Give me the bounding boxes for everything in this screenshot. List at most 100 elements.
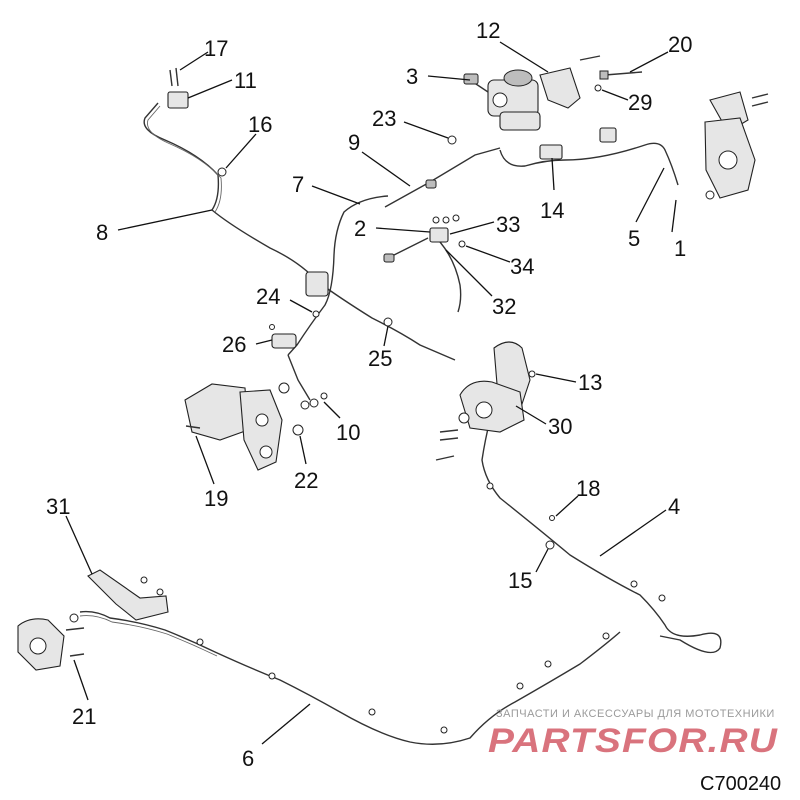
leader-21 [73,659,89,701]
master-cylinder [463,69,541,131]
leader-25 [383,325,389,347]
rear-brake-pedal-assembly [435,341,536,461]
rear-left-caliper [17,613,85,671]
leader-20 [629,51,669,73]
leader-18 [555,495,579,517]
leader-8 [117,209,213,231]
clip-4c [658,594,666,602]
clip-6e [516,682,524,690]
clip-4a [486,482,494,490]
fitting-23 [447,135,457,145]
brake-line-8 [143,102,456,361]
callout-11: 11 [234,68,257,93]
left-front-caliper [184,382,304,471]
callout-22: 22 [294,468,318,493]
screw-24 [312,310,320,318]
brake-line-4 [481,419,722,654]
callout-32: 32 [492,294,516,319]
clip-15 [545,540,555,550]
leader-15 [535,548,549,573]
callout-20: 20 [668,32,692,57]
callout-6: 6 [242,746,254,771]
leader-2 [375,227,431,233]
brake-line-9 [384,147,501,208]
callout-25: 25 [368,346,392,371]
leader-31 [65,515,93,575]
leader-19 [195,435,215,485]
brake-line-8-inner [146,105,222,213]
leader-11 [187,79,233,99]
brake-line-32 [439,241,462,313]
callout-10: 10 [336,420,360,445]
leader-30 [515,405,547,425]
callout-31: 31 [46,494,70,519]
leader-12 [499,41,549,73]
leader-16 [225,133,257,169]
leader-23 [403,121,449,139]
washer-29 [594,84,602,92]
leader-10 [323,401,341,419]
callout-24: 24 [256,284,280,309]
brake-line-7 [287,195,389,356]
clip-6g [602,632,610,640]
callout-21: 21 [72,704,96,729]
callout-17: 17 [204,36,228,61]
brake-tee-2 [429,214,460,243]
fitting-9 [425,179,437,189]
leader-24 [289,299,313,313]
clamp-right [599,127,617,143]
leader-33 [449,221,495,235]
clip-18 [549,515,555,521]
leader-9 [361,151,411,187]
clip-16 [217,167,227,177]
fittings-10 [300,392,328,410]
callout-2: 2 [354,216,366,241]
bolt-upper [579,55,601,61]
callout-18: 18 [576,476,600,501]
front-right-caliper [704,91,769,200]
brake-line-6-inner [79,615,218,657]
leader-1 [671,199,677,233]
leader-34 [465,245,511,263]
leader-13 [535,373,577,383]
clip-4b [630,580,638,588]
bolt-20 [599,70,643,80]
callout-7: 7 [292,172,304,197]
hose-near-2 [383,237,429,263]
callout-33: 33 [496,212,520,237]
callout-34: 34 [510,254,534,279]
clamp-26 [269,324,297,349]
clip-6a [196,638,204,646]
brake-line-10 [287,354,311,401]
watermark-brand: PARTSFOR.RU [488,722,779,760]
clip-6c [368,708,376,716]
callout-13: 13 [578,370,602,395]
callout-19: 19 [204,486,228,511]
callout-4: 4 [668,494,680,519]
callout-15: 15 [508,568,532,593]
leader-3 [427,75,471,81]
brake-line-master [499,142,679,186]
callout-5: 5 [628,226,640,251]
clamp-11 [167,67,189,109]
leader-5 [635,167,665,223]
leader-7 [311,185,361,205]
clip-6f [544,660,552,668]
watermark-tagline: ЗАПЧАСТИ И АКСЕССУАРЫ ДЛЯ МОТОТЕХНИКИ [496,708,775,720]
clip-6b [268,672,276,680]
callout-26: 26 [222,332,246,357]
callout-1: 1 [674,236,686,261]
clamp-24-bracket [305,271,329,297]
fitting-34 [458,240,466,248]
callout-30: 30 [548,414,572,439]
leader-6 [261,703,311,745]
callout-29: 29 [628,90,652,115]
leader-14 [551,157,555,191]
callout-16: 16 [248,112,272,137]
callout-3: 3 [406,64,418,89]
clip-6d [440,726,448,734]
leader-4 [599,509,667,557]
diagram-code: C700240 [700,773,781,795]
